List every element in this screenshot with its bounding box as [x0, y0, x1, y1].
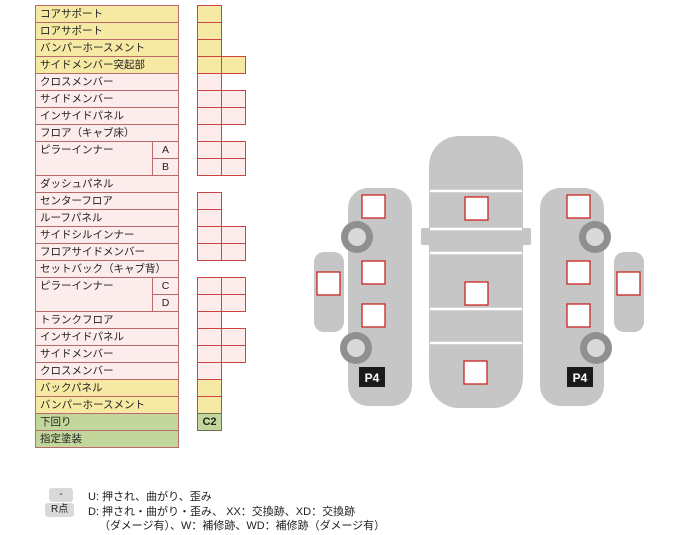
damage-cell	[221, 56, 246, 74]
car-top-body	[429, 136, 523, 408]
damage-code-label: P4	[573, 371, 588, 385]
damage-cell	[221, 345, 246, 363]
wheel-hub-icon	[586, 228, 604, 246]
damage-cell	[221, 158, 246, 176]
damage-marker-square	[361, 260, 386, 285]
damage-marker-square	[464, 196, 489, 221]
damage-marker-square	[361, 303, 386, 328]
part-label: ピラーインナー	[35, 141, 153, 176]
part-label: サイドシルインナー	[35, 226, 179, 244]
damage-cell	[221, 243, 246, 261]
damage-code-label: P4	[365, 371, 380, 385]
car-left-side-view: P4	[314, 188, 412, 406]
part-label: クロスメンバー	[35, 73, 179, 91]
part-label: インサイドパネル	[35, 328, 179, 346]
damage-code-badge	[567, 367, 593, 387]
part-label: バンパーホースメント	[35, 39, 179, 57]
part-label: ピラーインナー	[35, 277, 153, 312]
damage-marker-square	[361, 194, 386, 219]
damage-cell	[221, 294, 246, 312]
part-sublabel: A	[152, 141, 179, 159]
damage-marker-square	[566, 303, 591, 328]
wheel-hub-icon	[587, 339, 605, 357]
legend-text-u: U: 押され、曲がり、歪み	[88, 491, 212, 503]
part-label: サイドメンバー	[35, 90, 179, 108]
part-label: インサイドパネル	[35, 107, 179, 125]
legend-key-u: -	[49, 488, 73, 502]
legend-text-r-line1: D: 押され・曲がり・歪み、 XX：交換跡、XD：交換跡	[88, 506, 356, 518]
damage-marker-square	[464, 281, 489, 306]
part-label: 下回り	[35, 413, 179, 431]
car-right-side-view: P4	[540, 188, 644, 406]
part-label: 指定塗装	[35, 430, 179, 448]
damage-code-badge	[359, 367, 385, 387]
part-label: サイドメンバー突起部	[35, 56, 179, 74]
wheel-hub-icon	[347, 339, 365, 357]
parts-table: コアサポートロアサポートバンパーホースメントサイドメンバー突起部クロスメンバーサ…	[35, 5, 295, 465]
damage-marker-square	[616, 271, 641, 296]
damage-marker-square	[316, 271, 341, 296]
car-top-view	[421, 136, 531, 408]
legend: - U: 押され、曲がり、歪み R点 D: 押され・曲がり・歪み、 XX：交換跡…	[35, 487, 655, 533]
damage-cell	[221, 107, 246, 125]
right-mirror-icon	[522, 228, 531, 245]
part-label: セットバック（キャブ背）	[35, 260, 179, 278]
damage-marker-square	[463, 360, 488, 385]
damage-value-cell: C2	[197, 413, 222, 431]
legend-text-r-line2: （ダメージ有）、W：補修跡、WD：補修跡（ダメージ有）	[99, 520, 386, 532]
wheel-hub-icon	[348, 228, 366, 246]
legend-key-r: R点	[45, 503, 75, 517]
left-mirror-icon	[421, 228, 430, 245]
part-label: バンパーホースメント	[35, 396, 179, 414]
damage-marker-square	[566, 194, 591, 219]
part-label: ルーフパネル	[35, 209, 179, 227]
part-label: フロア（キャブ床）	[35, 124, 179, 142]
damage-marker-square	[566, 260, 591, 285]
